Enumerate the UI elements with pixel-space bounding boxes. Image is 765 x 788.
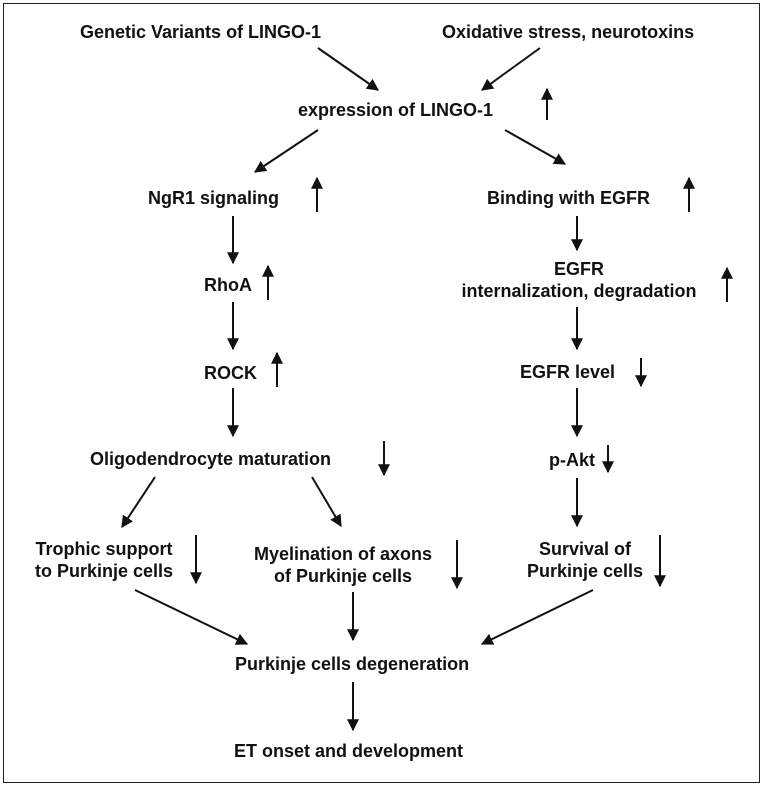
node-survival: Survival of Purkinje cells: [516, 538, 654, 582]
node-egfr-internalization-line2: internalization, degradation: [461, 281, 697, 301]
node-myelination-line1: Myelination of axons: [253, 544, 433, 564]
node-ngr1-signaling: NgR1 signaling: [148, 188, 280, 208]
node-rock: ROCK: [204, 363, 257, 383]
node-myelination: Myelination of axons of Purkinje cells: [236, 543, 450, 587]
node-egfr-internalization-line1: EGFR: [553, 259, 604, 279]
node-oxidative-stress: Oxidative stress, neurotoxins: [442, 22, 695, 42]
arrow-trophic-to-degeneration: [134, 589, 249, 645]
node-survival-line1: Survival of: [538, 539, 632, 559]
node-trophic-support-line1: Trophic support: [35, 539, 173, 559]
node-trophic-support: Trophic support to Purkinje cells: [16, 538, 192, 582]
node-oligodendrocyte-maturation: Oligodendrocyte maturation: [90, 449, 332, 469]
arrow-survival-to-degeneration: [480, 589, 594, 645]
node-rhoa: RhoA: [204, 275, 252, 295]
diagram-frame: [3, 3, 760, 783]
node-et-onset: ET onset and development: [234, 741, 464, 761]
arrow-oligodendrocyte-to-trophic: [121, 476, 156, 529]
node-binding-egfr: Binding with EGFR: [487, 188, 650, 208]
node-purkinje-degeneration: Purkinje cells degeneration: [235, 654, 470, 674]
arrow-oligodendrocyte-to-myelination: [311, 476, 342, 528]
node-egfr-level: EGFR level: [520, 362, 616, 382]
arrow-expression-to-binding: [504, 129, 567, 165]
node-myelination-line2: of Purkinje cells: [273, 566, 413, 586]
arrow-expression-to-ngr1: [254, 129, 319, 173]
node-p-akt: p-Akt: [549, 450, 595, 470]
arrow-genetic-to-expression: [317, 47, 379, 91]
node-survival-line2: Purkinje cells: [526, 561, 644, 581]
node-expression-lingo1: expression of LINGO-1: [298, 100, 494, 120]
node-trophic-support-line2: to Purkinje cells: [34, 561, 174, 581]
node-genetic-variants: Genetic Variants of LINGO-1: [80, 22, 322, 42]
node-egfr-internalization: EGFR internalization, degradation: [437, 258, 721, 302]
arrow-oxidative-to-expression: [481, 47, 541, 91]
